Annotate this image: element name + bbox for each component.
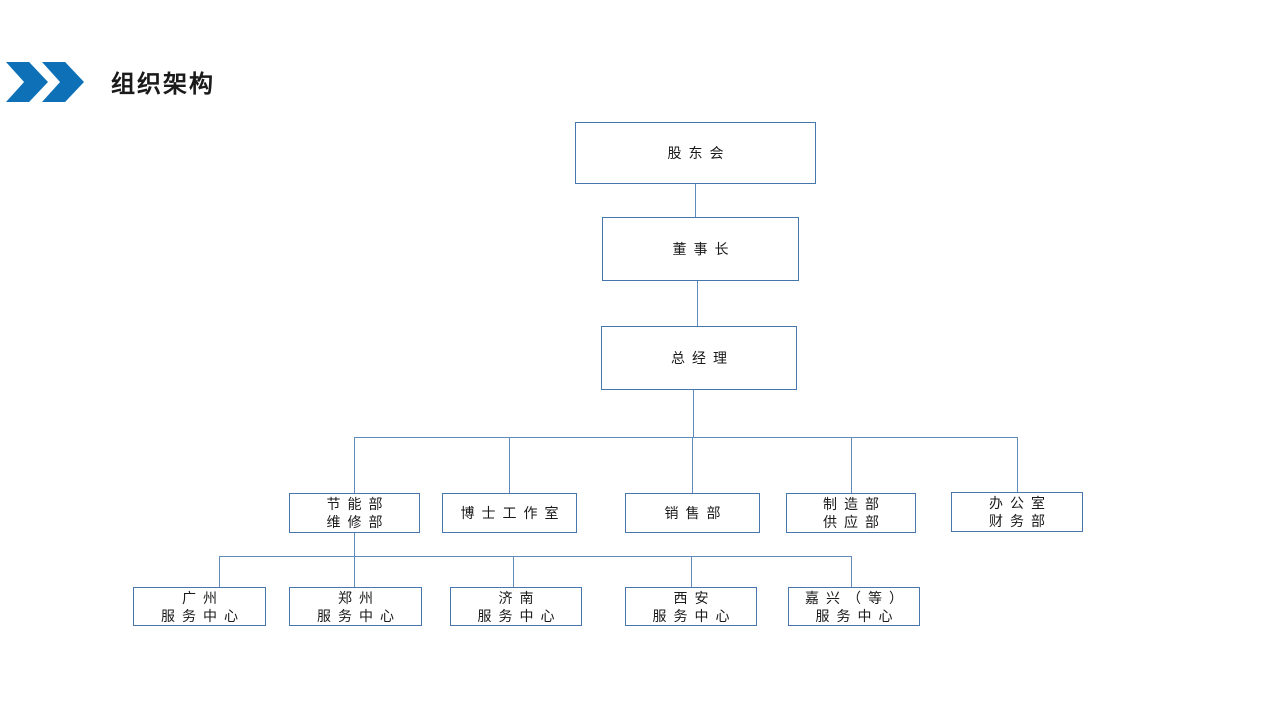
org-node-label: 服务中心 bbox=[317, 607, 401, 624]
connector-drop-doctor-studio bbox=[509, 437, 510, 493]
org-node-doctor-studio: 博士工作室 bbox=[442, 493, 577, 533]
org-node-sales: 销售部 bbox=[625, 493, 760, 533]
org-node-label: 维修部 bbox=[326, 514, 390, 530]
connector-drop-guangzhou bbox=[219, 556, 220, 587]
org-node-label: 销售部 bbox=[664, 505, 728, 521]
connector-drop-office bbox=[1017, 437, 1018, 493]
org-node-label: 服务中心 bbox=[477, 607, 562, 624]
org-node-label: 服务中心 bbox=[652, 607, 737, 624]
org-node-label: 财务部 bbox=[989, 513, 1052, 529]
org-node-shareholders: 股东会 bbox=[575, 122, 816, 184]
org-node-zhengzhou-center: 郑州 服务中心 bbox=[289, 587, 422, 626]
org-node-xian-center: 西安 服务中心 bbox=[625, 587, 757, 626]
org-node-general-manager: 总经理 bbox=[601, 326, 797, 390]
page-title: 组织架构 bbox=[111, 71, 215, 98]
org-node-label: 总经理 bbox=[671, 350, 734, 366]
org-node-guangzhou-center: 广州 服务中心 bbox=[133, 587, 266, 626]
org-node-label: 服务中心 bbox=[161, 607, 245, 624]
connector-energy-centers-trunk bbox=[354, 532, 355, 587]
connector-drop-sales bbox=[692, 437, 693, 493]
connector-drop-manufacturing bbox=[851, 437, 852, 493]
connector-gm-trunk bbox=[693, 390, 694, 437]
org-node-label: 西安 bbox=[673, 589, 716, 606]
connector-shareholders-chairman bbox=[695, 184, 696, 217]
connector-centers-horizontal bbox=[219, 556, 851, 557]
chevron-right-icon bbox=[42, 62, 84, 102]
org-node-label: 制造部 bbox=[823, 496, 886, 512]
org-node-label: 博士工作室 bbox=[460, 505, 566, 521]
org-node-label: 办公室 bbox=[989, 495, 1052, 511]
org-node-label: 节能部 bbox=[326, 496, 390, 512]
org-node-label: 董事长 bbox=[672, 241, 736, 257]
org-node-chairman: 董事长 bbox=[602, 217, 799, 281]
connector-drop-energy bbox=[354, 437, 355, 493]
org-node-energy-maintenance: 节能部 维修部 bbox=[289, 493, 420, 533]
org-node-label: 供应部 bbox=[823, 514, 886, 530]
org-node-label: 济南 bbox=[498, 589, 541, 606]
connector-chairman-gm bbox=[697, 281, 698, 326]
connector-departments-horizontal bbox=[354, 437, 1018, 438]
org-node-label: 股东会 bbox=[667, 145, 731, 161]
org-node-label: 嘉兴（等） bbox=[805, 589, 910, 606]
org-node-office-finance: 办公室 财务部 bbox=[951, 492, 1083, 532]
org-node-jinan-center: 济南 服务中心 bbox=[450, 587, 582, 626]
org-node-manufacturing-supply: 制造部 供应部 bbox=[786, 493, 916, 533]
connector-drop-jiaxing bbox=[851, 556, 852, 587]
org-node-label: 郑州 bbox=[338, 589, 380, 606]
connector-drop-jinan bbox=[513, 556, 514, 587]
connector-drop-xian bbox=[691, 556, 692, 587]
double-chevron-icon bbox=[6, 62, 84, 102]
chevron-right-icon bbox=[6, 62, 48, 102]
org-node-jiaxing-center: 嘉兴（等） 服务中心 bbox=[788, 587, 920, 626]
org-node-label: 广州 bbox=[182, 589, 224, 606]
org-node-label: 服务中心 bbox=[815, 607, 900, 624]
